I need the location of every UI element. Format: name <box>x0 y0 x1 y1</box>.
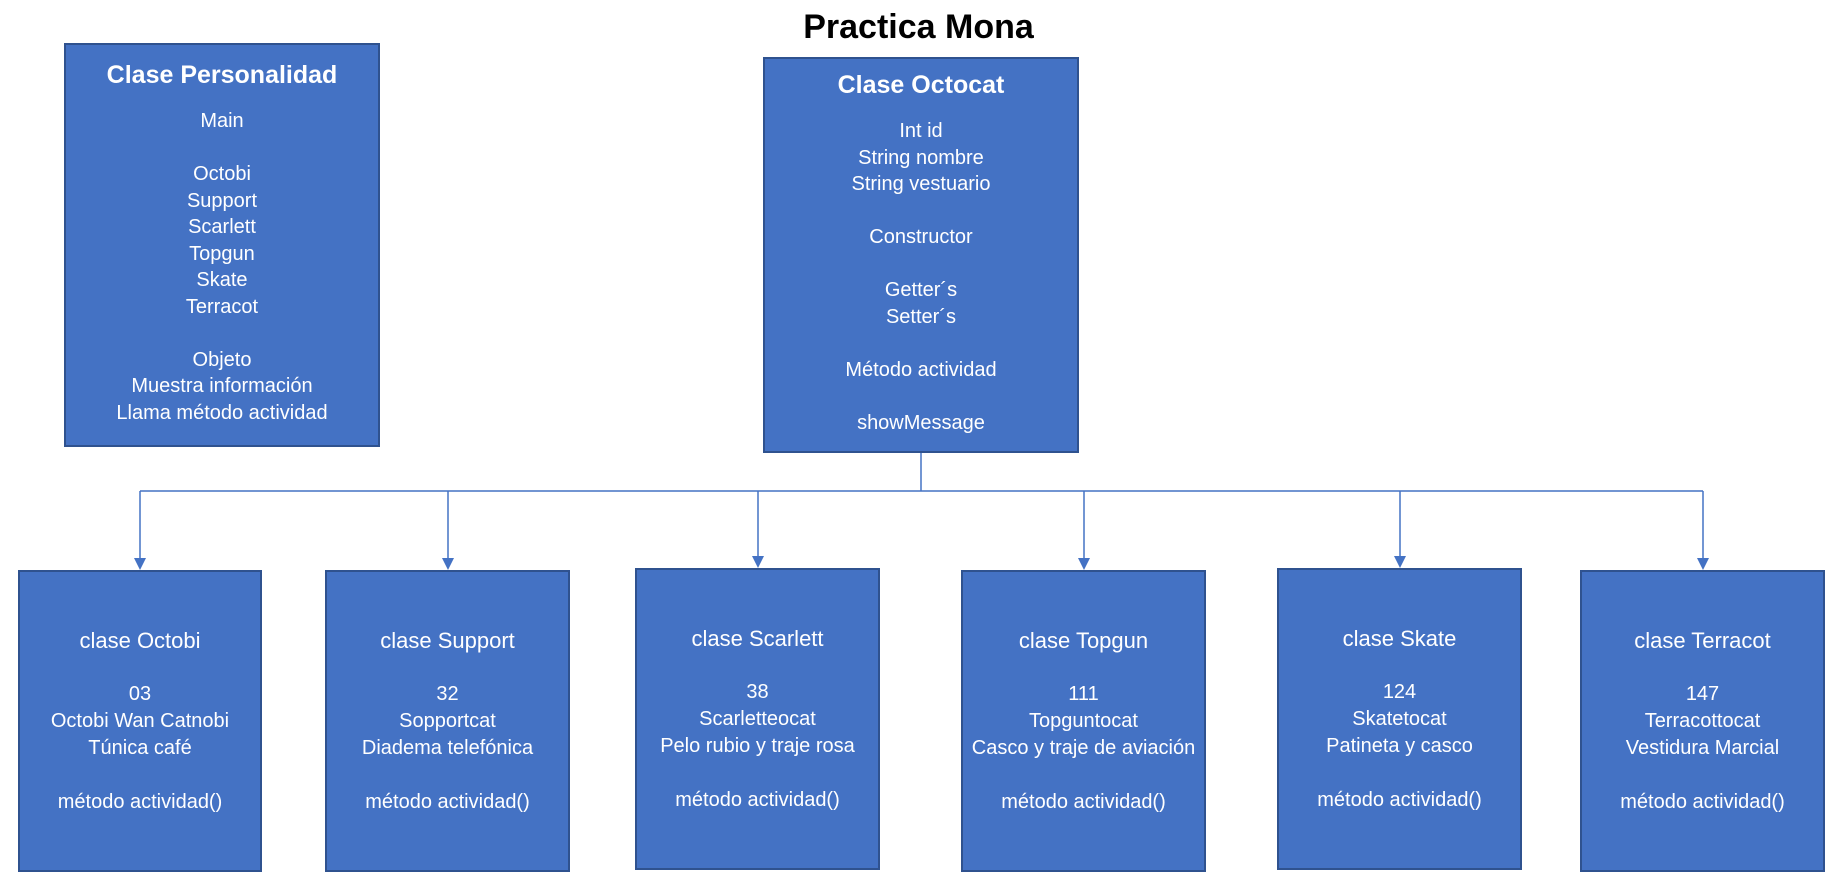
child-class-nombre: Octobi Wan Catnobi <box>50 709 230 732</box>
member-group-gap <box>845 330 996 357</box>
child-class-vestuario: Túnica café <box>88 736 192 759</box>
class-member: showMessage <box>857 411 985 434</box>
class-member: Skate <box>196 269 248 291</box>
child-class-vestuario: Patineta y casco <box>1326 734 1473 757</box>
child-class-id: 147 <box>1685 682 1720 705</box>
child-class-vestuario: Diadema telefónica <box>361 736 534 759</box>
class-member: String vestuario <box>851 173 991 195</box>
member-group-gap <box>845 198 996 225</box>
class-member: Main <box>200 110 244 132</box>
child-class-vestuario: Pelo rubio y traje rosa <box>660 734 855 757</box>
class-member: Support <box>186 189 258 212</box>
member-group-gap <box>116 320 327 347</box>
child-class-nombre: Terracottocat <box>1644 709 1761 732</box>
child-class-name: clase Terracot <box>1634 627 1771 653</box>
child-class-id: 32 <box>436 682 459 705</box>
diagram-title: Practica Mona <box>803 8 1034 46</box>
child-class-method: método actividad() <box>1620 790 1785 813</box>
child-class-method: método actividad() <box>1001 790 1166 813</box>
child-class-id: 124 <box>1382 680 1417 703</box>
class-octocat-name: Clase Octocat <box>837 71 1005 99</box>
member-group-gap <box>845 383 996 410</box>
class-personalidad-name: Clase Personalidad <box>106 61 338 89</box>
child-class-name: clase Support <box>380 627 515 653</box>
arrowhead-icon <box>1394 556 1406 568</box>
class-member: Terracot <box>185 295 259 318</box>
child-class-method: método actividad() <box>675 788 840 811</box>
child-class-id: 111 <box>1068 682 1099 705</box>
arrowhead-icon <box>1697 558 1709 570</box>
class-member: Getter´s <box>884 279 958 301</box>
class-member: Topgun <box>189 242 255 265</box>
arrowhead-icon <box>134 558 146 570</box>
child-class-nombre: Scarletteocat <box>699 707 816 730</box>
member-group-gap <box>116 135 327 162</box>
child-class-method: método actividad() <box>1317 788 1482 811</box>
class-member: Setter´s <box>885 305 956 328</box>
child-class-id: 38 <box>746 680 769 703</box>
class-member: String nombre <box>858 146 984 169</box>
class-member: Int id <box>899 120 943 142</box>
child-class-name: clase Topgun <box>1018 627 1149 653</box>
child-class-name: clase Skate <box>1342 625 1457 651</box>
class-member: Scarlett <box>188 216 256 238</box>
member-group-gap <box>845 251 996 278</box>
child-class-name: clase Scarlett <box>691 625 824 651</box>
child-class-vestuario: Casco y traje de aviación <box>971 736 1196 759</box>
class-member: Octobi <box>193 163 251 185</box>
child-class-nombre: Topguntocat <box>1029 709 1138 732</box>
child-class-id: 03 <box>128 682 152 705</box>
arrowhead-icon <box>752 556 764 568</box>
class-member: Objeto <box>192 348 252 371</box>
class-member: Llama método actividad <box>116 401 328 424</box>
child-class-nombre: Skatetocat <box>1352 707 1447 730</box>
child-class-name: clase Octobi <box>79 627 201 653</box>
child-class-method: método actividad() <box>57 790 223 813</box>
arrowhead-icon <box>1078 558 1090 570</box>
arrowhead-icon <box>442 558 454 570</box>
child-class-nombre: Sopportcat <box>399 709 496 732</box>
class-member: Constructor <box>869 226 973 248</box>
class-member: Muestra información <box>131 375 313 397</box>
child-class-vestuario: Vestidura Marcial <box>1625 736 1780 759</box>
class-member: Método actividad <box>845 358 997 381</box>
child-class-method: método actividad() <box>365 790 530 813</box>
